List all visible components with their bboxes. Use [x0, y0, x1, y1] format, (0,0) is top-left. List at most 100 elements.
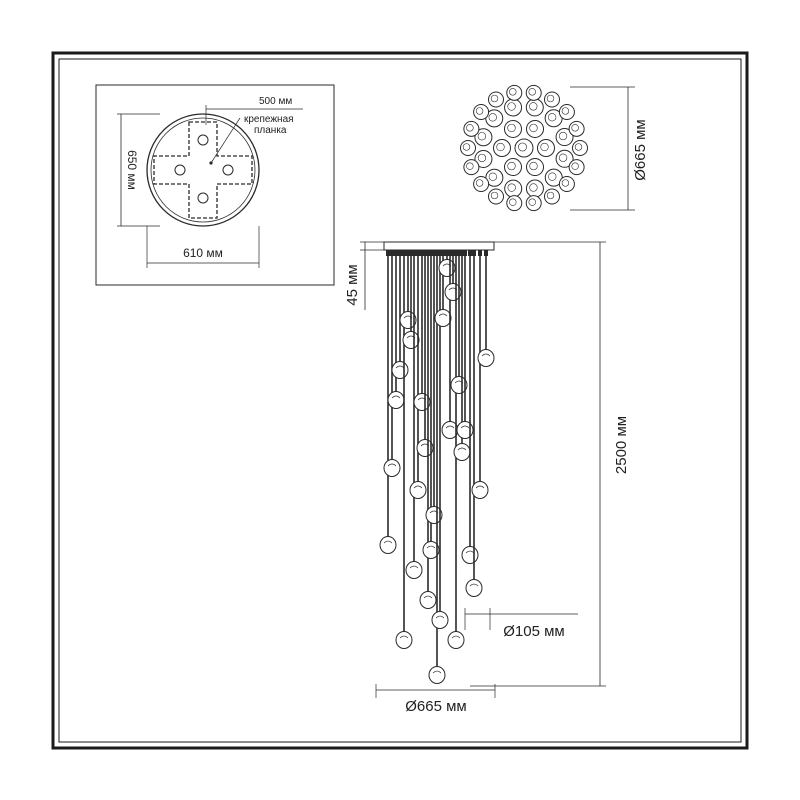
wire-clamp: [445, 250, 449, 256]
screw-hole-right: [222, 164, 234, 176]
shade-top-circle: [526, 119, 544, 138]
shade-top-inner: [558, 131, 568, 141]
shade-highlight: [475, 485, 485, 489]
shade-highlight: [435, 615, 445, 619]
screw-hole-left: [174, 164, 186, 176]
shade-top-circle: [514, 138, 534, 158]
glass-shade: [402, 331, 420, 349]
glass-shade: [431, 611, 449, 629]
screw-hole-top: [197, 134, 209, 146]
height-dim-label: 650 мм: [125, 150, 139, 190]
shade-top-inner: [507, 183, 516, 192]
shade-top-circle: [558, 175, 575, 192]
wire-clamp: [386, 250, 390, 256]
shade-top-circle: [537, 139, 555, 157]
top-diameter-label: Ø665 мм: [632, 119, 649, 181]
glass-shade: [409, 481, 427, 499]
shade-top-inner: [475, 107, 484, 115]
wire-clamp: [402, 250, 406, 256]
shade-top-circle: [525, 195, 542, 212]
shade-highlight: [399, 635, 409, 639]
shade-highlight: [413, 485, 423, 489]
glass-shade: [471, 481, 489, 499]
canopy-plate: [383, 241, 495, 251]
glass-shade: [405, 561, 423, 579]
shade-top-circle: [525, 84, 542, 101]
glass-shade: [387, 391, 405, 409]
shade-top-circle: [504, 179, 523, 198]
shade-highlight: [438, 313, 448, 317]
shade-highlight: [423, 595, 433, 599]
glass-shade: [425, 506, 443, 524]
shade-top-inner: [490, 191, 499, 200]
glass-shade: [399, 311, 417, 329]
overall-diameter-label: Ø665 мм: [405, 698, 467, 715]
glass-shade: [434, 309, 452, 327]
wire-clamp: [423, 250, 427, 256]
shade-top-circle: [474, 128, 493, 147]
plan-view: 610 мм 650 мм 500 мм крепежная планка: [95, 84, 335, 286]
shade-top-circle: [504, 98, 523, 117]
shade-top-inner: [529, 102, 538, 111]
shade-top-inner: [507, 123, 516, 133]
glass-shade: [413, 393, 431, 411]
shade-top-inner: [466, 124, 474, 132]
mounting-bracket-cross: [153, 121, 253, 219]
shade-top-circle: [493, 139, 511, 157]
glass-shade: [477, 349, 495, 367]
glass-shade: [465, 579, 483, 597]
offset-dim-label: 500 мм: [259, 96, 292, 107]
glass-shade: [428, 666, 446, 684]
shade-highlight: [426, 545, 436, 549]
shade-top-circle: [555, 149, 574, 168]
wire-clamp: [454, 250, 458, 256]
plan-view-box: [95, 84, 335, 286]
shade-top-inner: [462, 143, 471, 151]
wire-clamp: [416, 250, 420, 256]
shade-top-circle: [504, 119, 522, 138]
shade-top-circle: [544, 188, 560, 205]
wire-clamp: [429, 250, 433, 256]
bracket-leader-line: [210, 117, 241, 164]
shade-highlight: [383, 540, 393, 544]
glass-shade: [383, 459, 401, 477]
width-dim-label: 610 мм: [183, 246, 223, 260]
shade-top-inner: [529, 161, 538, 171]
shade-highlight: [457, 447, 467, 451]
shade-highlight: [387, 463, 397, 467]
shade-top-circle: [463, 120, 480, 137]
shade-top-circle: [568, 120, 585, 137]
shade-top-circle: [525, 98, 544, 117]
shade-top-inner: [475, 179, 484, 187]
shade-top-inner: [546, 191, 555, 200]
shade-top-circle: [473, 104, 490, 121]
glass-shade: [422, 541, 440, 559]
glass-shade: [419, 591, 437, 609]
shade-top-circle: [504, 158, 522, 177]
glass-shade: [447, 631, 465, 649]
shade-top-circle: [488, 91, 504, 108]
shade-top-inner: [571, 124, 579, 132]
shade-highlight: [469, 583, 479, 587]
shade-top-inner: [509, 88, 517, 96]
wire-clamp: [438, 250, 442, 256]
shade-top-inner: [490, 94, 499, 103]
side-view: 45 мм 2500 мм Ø105 мм Ø665 мм: [344, 241, 630, 715]
wire-clamp: [420, 250, 424, 256]
shade-top-inner: [509, 198, 517, 206]
wire-clamp: [457, 250, 461, 256]
shade-top-inner: [529, 183, 538, 192]
wire-clamp: [390, 250, 394, 256]
shade-top-circle: [506, 195, 523, 212]
top-view: Ø665 мм: [460, 84, 649, 212]
shade-top-circle: [572, 140, 588, 156]
glass-shade: [450, 376, 468, 394]
shade-top-inner: [546, 94, 555, 103]
shade-highlight: [460, 425, 470, 429]
shade-top-inner: [574, 143, 583, 151]
glass-shade: [379, 536, 397, 554]
glass-shade: [416, 439, 434, 457]
shade-top-circle: [506, 84, 523, 101]
wire-clamp: [412, 250, 416, 256]
shade-top-inner: [507, 161, 516, 171]
